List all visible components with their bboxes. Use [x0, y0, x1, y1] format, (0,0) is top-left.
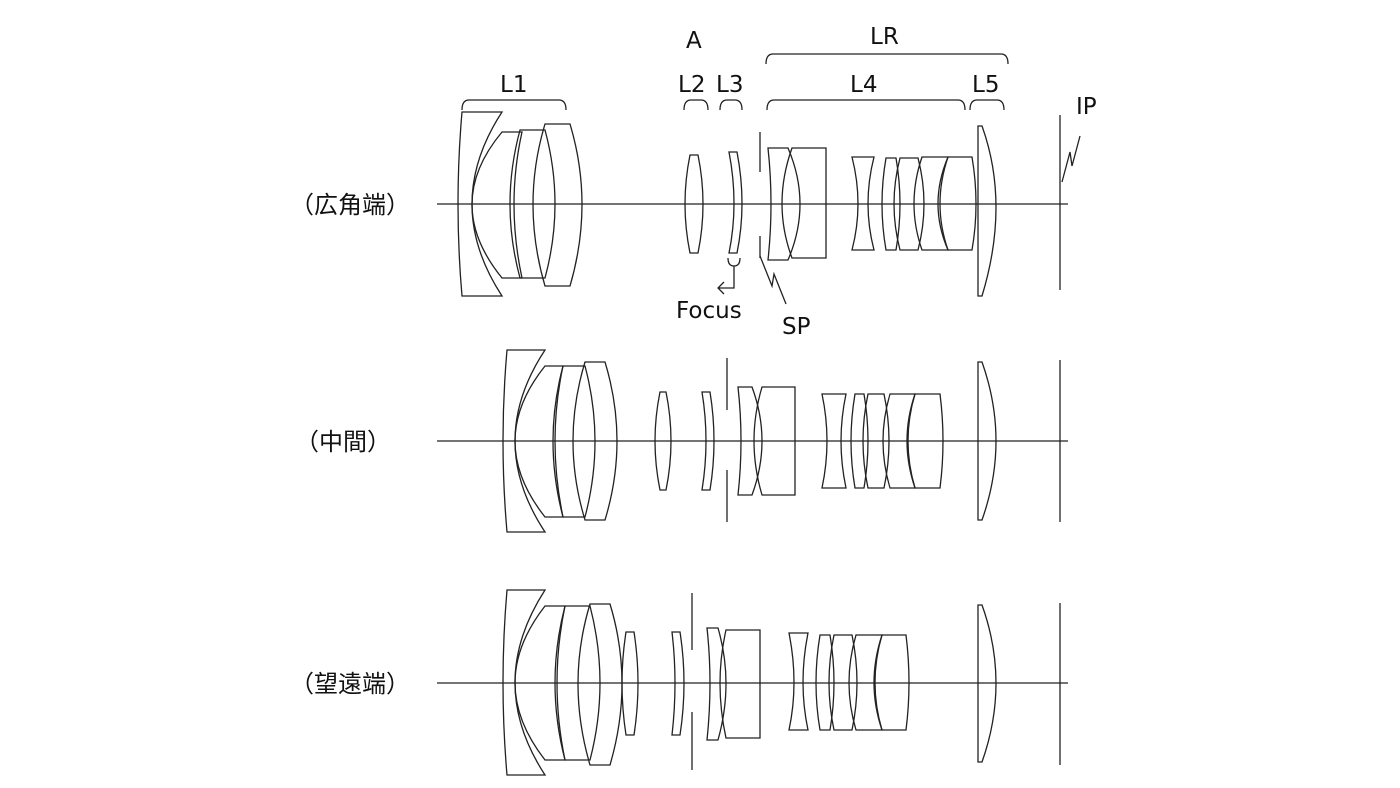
label-L4: L4 — [850, 72, 877, 98]
lens-element — [706, 627, 727, 741]
lens-element — [821, 393, 847, 489]
brace-L1 — [461, 99, 567, 111]
lens-element — [572, 361, 618, 521]
lens-element — [906, 393, 944, 489]
lens-element — [728, 151, 743, 254]
lens-element — [654, 391, 672, 491]
label-L5: L5 — [972, 72, 999, 98]
brace-LR — [765, 53, 1009, 65]
lens-element — [873, 634, 910, 731]
lens-element — [977, 361, 997, 521]
ip-pointer — [1061, 135, 1081, 183]
lens-element — [554, 605, 601, 761]
label-L2: L2 — [678, 72, 705, 98]
label-A: A — [686, 28, 702, 54]
lens-element — [851, 156, 875, 251]
brace-L3 — [719, 99, 743, 111]
lens-element — [977, 125, 997, 297]
lens-element — [893, 157, 925, 251]
group-braces — [461, 53, 1009, 111]
lens-element — [532, 123, 583, 287]
row-label-wide: （広角端） — [290, 191, 410, 219]
lens-element — [684, 154, 704, 254]
focus-arrow — [717, 257, 741, 295]
lens-element — [471, 131, 523, 279]
lens-element — [552, 365, 596, 518]
lens-element — [850, 393, 869, 489]
label-focus: Focus — [676, 298, 742, 324]
lens-elements — [437, 111, 1068, 776]
lens-element — [788, 632, 809, 731]
lens-element — [828, 634, 858, 731]
lens-element — [937, 156, 977, 251]
row-label-tele: （望遠端） — [290, 670, 410, 698]
lens-element — [514, 365, 564, 518]
lens-element — [621, 631, 639, 736]
lens-element — [753, 386, 796, 496]
lens-element — [767, 147, 801, 261]
lens-element — [502, 349, 547, 533]
label-SP: SP — [782, 314, 811, 340]
label-L3: L3 — [716, 72, 743, 98]
lens-element — [815, 634, 835, 731]
brace-L2 — [683, 99, 709, 111]
lens-element — [577, 603, 623, 766]
lens-element — [502, 589, 547, 776]
row-label-middle: （中間） — [295, 428, 391, 456]
brace-L4 — [766, 99, 966, 111]
sp-pointer — [759, 255, 787, 305]
lens-element — [737, 386, 763, 496]
lens-element — [881, 157, 901, 251]
label-L1: L1 — [500, 72, 527, 98]
lens-element — [719, 629, 761, 739]
lens-element — [862, 393, 890, 489]
lens-element — [671, 631, 685, 736]
lens-element — [514, 605, 566, 761]
brace-L5 — [969, 99, 1005, 111]
lens-element — [977, 604, 997, 763]
lens-element — [781, 147, 827, 259]
lens-element — [701, 391, 715, 491]
label-LR: LR — [870, 24, 899, 50]
lens-element — [457, 111, 504, 297]
lens-element — [509, 129, 556, 279]
label-IP: IP — [1076, 94, 1097, 120]
